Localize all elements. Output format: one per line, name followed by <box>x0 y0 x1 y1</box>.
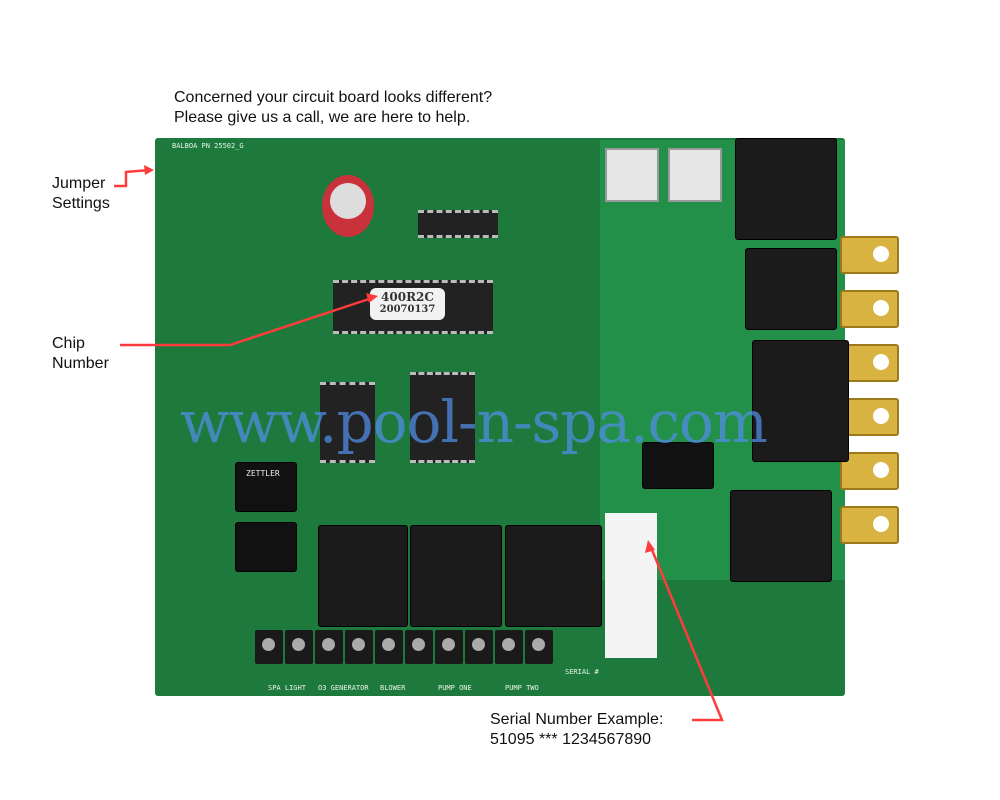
terminal-screw <box>375 630 403 664</box>
rj-jack <box>668 148 722 202</box>
ic-chip <box>320 382 375 463</box>
rj-jack <box>605 148 659 202</box>
terminal-label: PUMP ONE <box>438 684 472 692</box>
spade-terminal <box>840 236 899 274</box>
serial-arrowhead <box>645 540 655 553</box>
spade-terminal <box>840 290 899 328</box>
spade-terminal <box>840 506 899 544</box>
zettler-relay <box>235 522 297 572</box>
terminal-label: SPA LIGHT <box>268 684 306 692</box>
relay <box>410 525 502 627</box>
relay <box>318 525 408 627</box>
spade-terminal <box>840 398 899 436</box>
chip-arrowhead <box>366 293 378 303</box>
chip-date-code: 20070137 <box>379 304 436 315</box>
chip-label: 400R2C 20070137 <box>370 288 445 320</box>
relay-brand: ZETTLER <box>246 469 280 478</box>
terminal-label: BLOWER <box>380 684 406 692</box>
capacitor <box>322 175 374 237</box>
jumper-arrow <box>114 168 151 188</box>
terminal-screw <box>405 630 433 664</box>
callout-text: 51095 *** 1234567890 <box>490 731 652 748</box>
header-note: Concerned your circuit board looks diffe… <box>174 88 492 128</box>
terminal-screw <box>435 630 463 664</box>
spade-terminal <box>840 344 899 382</box>
part-number-silkscreen: BALBOA PN 25502_G <box>172 142 244 150</box>
callout-text: Number <box>52 355 109 372</box>
callout-text: Jumper <box>52 175 106 192</box>
terminal-screw <box>465 630 493 664</box>
callout-text: Serial Number Example: <box>490 711 664 728</box>
relay <box>505 525 602 627</box>
relay <box>752 340 849 462</box>
terminal-screw <box>285 630 313 664</box>
spade-terminal <box>840 452 899 490</box>
chip-callout: Chip Number <box>52 334 109 374</box>
ic-chip <box>410 372 475 463</box>
serial-sticker <box>605 513 657 658</box>
terminal-screw <box>345 630 373 664</box>
jumper-callout: Jumper Settings <box>52 174 110 214</box>
terminal-screw <box>525 630 553 664</box>
zettler-relay: ZETTLER <box>235 462 297 512</box>
callout-text: Settings <box>52 195 110 212</box>
terminal-screw <box>315 630 343 664</box>
jumper-arrowhead <box>144 165 154 175</box>
relay <box>730 490 832 582</box>
ic-chip <box>418 210 498 238</box>
chip-arrow <box>120 296 373 347</box>
terminal-label: O3 GENERATOR <box>318 684 369 692</box>
relay <box>735 138 837 240</box>
relay <box>745 248 837 330</box>
serial-silkscreen: SERIAL # <box>565 668 599 676</box>
serial-arrow <box>648 544 724 722</box>
callout-text: Chip <box>52 335 85 352</box>
relay <box>642 442 714 489</box>
chip-number: 400R2C <box>381 290 434 304</box>
header-line-2: Please give us a call, we are here to he… <box>174 109 471 126</box>
header-line-1: Concerned your circuit board looks diffe… <box>174 89 493 106</box>
serial-callout: Serial Number Example: 51095 *** 1234567… <box>490 710 663 750</box>
watermark: www.pool-n-spa.com <box>180 388 768 456</box>
terminal-screw <box>255 630 283 664</box>
terminal-screw <box>495 630 523 664</box>
terminal-label: PUMP TWO <box>505 684 539 692</box>
